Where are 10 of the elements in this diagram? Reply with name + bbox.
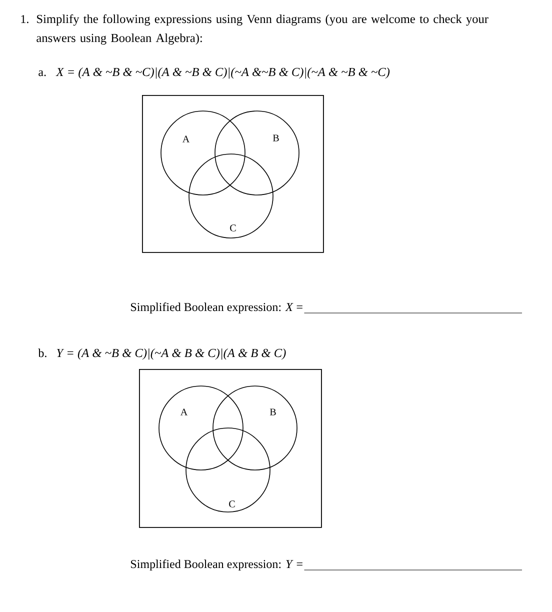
item-number: b. [38,348,46,358]
answer-prompt: Simplified Boolean expression: X = [131,302,302,314]
answer-prompt: Simplified Boolean expression: Y = [131,560,302,571]
item-number: a. [38,70,46,76]
universe-box [139,369,322,528]
item-number: 1. [21,15,28,24]
boolean-expression: Y = (A & ~B & C)|(~A & B & C)|(A & B & C) [56,348,286,360]
universe-box [142,95,324,253]
question-text: Simplify the following expressions using Venn diagrams (you are welcome to check your answers using Boolean Algebra): [36,14,488,45]
boolean-expression: X = (A & ~B & ~C)|(A & ~B & C)|(~A &~B & C)|(~A & ~B & ~C) [56,67,390,79]
